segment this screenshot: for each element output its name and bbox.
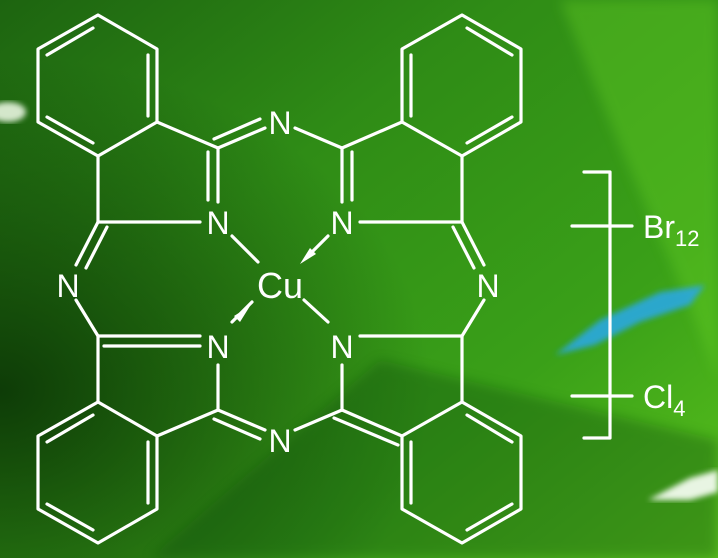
substituent-bracket: [570, 170, 634, 440]
atom-n-inner-top-left: N: [206, 205, 229, 241]
atom-n-left: N: [56, 268, 79, 304]
white-highlight-right: [648, 470, 718, 500]
substituent-chlorine: Cl4: [643, 379, 685, 421]
substituent-bromine: Br12: [643, 209, 699, 251]
atom-n-inner-bottom-left: N: [206, 329, 229, 365]
blue-highlight: [555, 285, 705, 355]
coordination-arrowheads: [234, 248, 316, 322]
macrocycle-bonds: [74, 117, 486, 447]
white-highlight-left: [0, 102, 26, 122]
atom-cu-center: Cu: [257, 265, 303, 306]
atom-n-inner-bottom-right: N: [330, 329, 353, 365]
atom-n-inner-top-right: N: [330, 205, 353, 241]
atom-n-right: N: [476, 268, 499, 304]
atom-n-top: N: [268, 105, 291, 141]
background-crystal-edge: [150, 360, 718, 558]
atom-n-bottom: N: [268, 423, 291, 459]
background-sheen: [560, 0, 718, 380]
